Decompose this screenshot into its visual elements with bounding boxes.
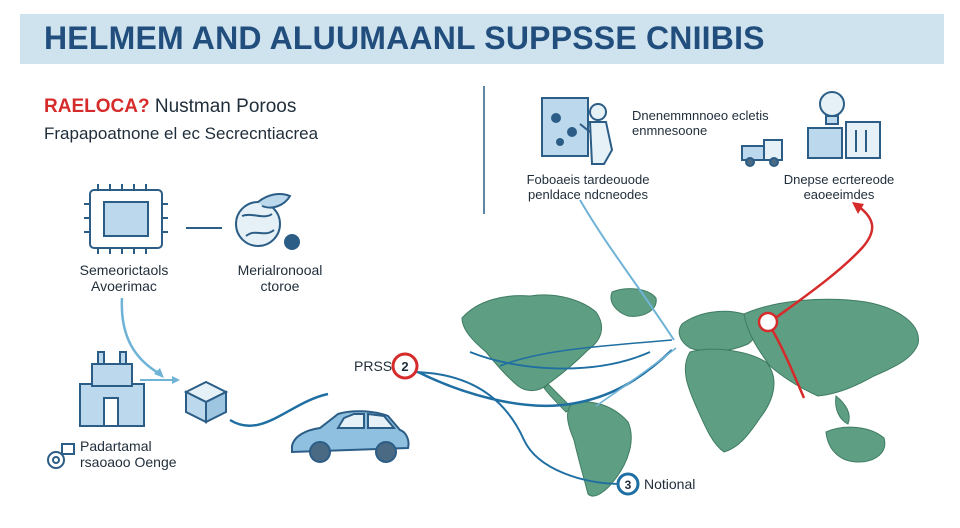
industry-label-line-2: eaoeeimdes bbox=[803, 187, 875, 202]
flow-line-atlantic bbox=[595, 347, 677, 407]
alert-route-europe bbox=[768, 325, 806, 399]
flow-line-reference-map bbox=[579, 199, 675, 341]
south-america-shape bbox=[567, 401, 632, 497]
box-icon bbox=[183, 380, 229, 424]
national-marker-label: Notional bbox=[644, 476, 696, 492]
australia-shape bbox=[825, 426, 886, 463]
semiconductor-label: Semeorictaols Avoerimac bbox=[56, 262, 192, 294]
semiconductor-label-line-1: Semeorictaols bbox=[79, 262, 169, 278]
material-label-line-2: ctoroe bbox=[260, 278, 300, 294]
page-title: HELMEM AND ALUUMAANL SUPPSSE CNIIBIS bbox=[44, 20, 765, 56]
material-label-line-1: Merialronooal bbox=[237, 262, 323, 278]
factory-label-line-2: rsaoaoo Oenge bbox=[80, 454, 177, 470]
research-label-line-2: enmnesoone bbox=[632, 123, 708, 138]
title-bar bbox=[20, 14, 944, 64]
prss-marker-number: 2 bbox=[401, 359, 408, 374]
flow-line-prss-map bbox=[417, 349, 673, 408]
heading-line-1: RAELOCA? Nustman Poroos bbox=[44, 96, 296, 118]
industry-label: Dnepse ecrtereode eaoeeimdes bbox=[766, 172, 912, 202]
gear-icon bbox=[47, 443, 75, 469]
material-label: Merialronooal ctoroe bbox=[212, 262, 348, 294]
supply-flows bbox=[120, 199, 677, 485]
factory-icon bbox=[79, 351, 145, 427]
reference-label-line-1: Foboaeis tardeouode bbox=[526, 172, 650, 187]
truck-icon bbox=[741, 139, 783, 167]
red-alert-routes bbox=[768, 205, 874, 399]
lightbulb-building-icon bbox=[807, 91, 881, 159]
heading-subtitle: Frapapoatnone el ec Secrecntiacrea bbox=[44, 124, 319, 143]
research-label: Dnenemmnnoeo ecletis enmnesoone bbox=[632, 108, 769, 138]
chip-icon bbox=[84, 184, 168, 254]
europe-shape bbox=[678, 310, 757, 352]
heading-red-label: RAELOCA? bbox=[44, 96, 150, 117]
national-marker-number: 3 bbox=[625, 478, 632, 492]
national-marker: 3 bbox=[616, 472, 640, 496]
north-america-shape bbox=[461, 294, 603, 392]
semiconductor-label-line-2: Avoerimac bbox=[91, 278, 157, 294]
heading-title: Nustman Poroos bbox=[149, 96, 297, 117]
world-map bbox=[461, 288, 919, 497]
africa-shape bbox=[684, 348, 775, 453]
car-icon bbox=[291, 410, 410, 463]
prss-marker-label: PRSS bbox=[354, 358, 393, 374]
central-america-shape bbox=[543, 383, 573, 413]
alert-origin-ring bbox=[757, 311, 779, 333]
globe-leaf-icon bbox=[235, 193, 300, 250]
southeast-asia-shape bbox=[835, 395, 850, 425]
asia-shape bbox=[743, 298, 919, 397]
research-label-line-1: Dnenemmnnoeo ecletis bbox=[632, 108, 769, 123]
prss-marker: 2 bbox=[391, 352, 419, 380]
flow-line-prss-national bbox=[409, 371, 623, 485]
flow-line-semiconductor-factory bbox=[120, 297, 161, 376]
alert-route-to-industry bbox=[769, 205, 874, 324]
flow-line-box-car bbox=[229, 392, 329, 427]
industry-label-line-1: Dnepse ecrtereode bbox=[783, 172, 895, 187]
worker-board-icon bbox=[541, 97, 614, 165]
flow-arrowhead bbox=[154, 368, 164, 378]
reference-label-line-2: penldace ndcneodes bbox=[528, 187, 648, 202]
reference-label: Foboaeis tardeouode penldace ndcneodes bbox=[504, 172, 672, 202]
alert-arrowhead bbox=[852, 202, 864, 214]
flow-line-map-internal bbox=[469, 351, 651, 370]
factory-label: Padartamal rsaoaoo Oenge bbox=[80, 438, 177, 470]
flow-line-atlantic-2 bbox=[499, 339, 673, 367]
flow-arrowhead bbox=[172, 376, 180, 384]
factory-label-line-1: Padartamal bbox=[80, 438, 152, 454]
